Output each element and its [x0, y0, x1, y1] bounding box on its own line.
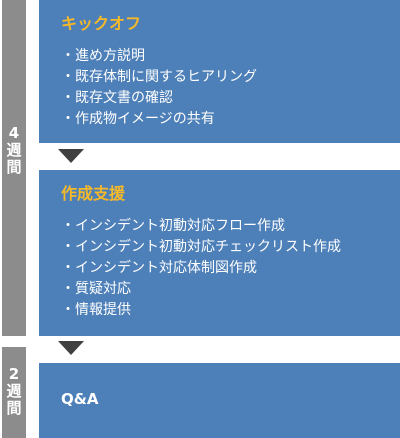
duration-number: 2: [8, 365, 20, 383]
duration-unit-char: 間: [6, 399, 22, 417]
phase-box-creation-support: 作成支援 インシデント初動対応フロー作成 インシデント初動対応チェックリスト作成…: [39, 170, 400, 336]
duration-unit-char: 間: [6, 158, 22, 176]
phase-title: 作成支援: [61, 184, 126, 203]
list-item: 進め方説明: [61, 46, 400, 67]
phase-item-list: インシデント初動対応フロー作成 インシデント初動対応チェックリスト作成 インシデ…: [61, 216, 400, 321]
phase-item-list: 進め方説明 既存体制に関するヒアリング 既存文書の確認 作成物イメージの共有: [61, 46, 400, 130]
down-arrow-icon: [58, 149, 84, 163]
list-item: 作成物イメージの共有: [61, 109, 400, 130]
duration-label-2-weeks: 2 週 間: [2, 366, 26, 417]
duration-unit-char: 週: [6, 382, 22, 400]
list-item: 既存文書の確認: [61, 88, 400, 109]
list-item: インシデント初動対応チェックリスト作成: [61, 237, 400, 258]
phase-box-qa: Q&A: [39, 363, 400, 438]
list-item: 情報提供: [61, 300, 400, 321]
list-item: インシデント対応体制図作成: [61, 258, 400, 279]
list-item: 質疑対応: [61, 279, 400, 300]
phase-label-qa: Q&A: [61, 390, 99, 408]
duration-number: 4: [8, 124, 20, 142]
timeline-bar-2-weeks: [2, 347, 26, 438]
duration-unit-char: 週: [6, 141, 22, 159]
phase-box-kickoff: キックオフ 進め方説明 既存体制に関するヒアリング 既存文書の確認 作成物イメー…: [39, 0, 400, 143]
phase-title: キックオフ: [61, 14, 142, 33]
duration-label-4-weeks: 4 週 間: [2, 125, 26, 176]
timeline-bar-4-weeks: [2, 0, 26, 336]
list-item: インシデント初動対応フロー作成: [61, 216, 400, 237]
down-arrow-icon: [58, 341, 84, 355]
list-item: 既存体制に関するヒアリング: [61, 67, 400, 88]
